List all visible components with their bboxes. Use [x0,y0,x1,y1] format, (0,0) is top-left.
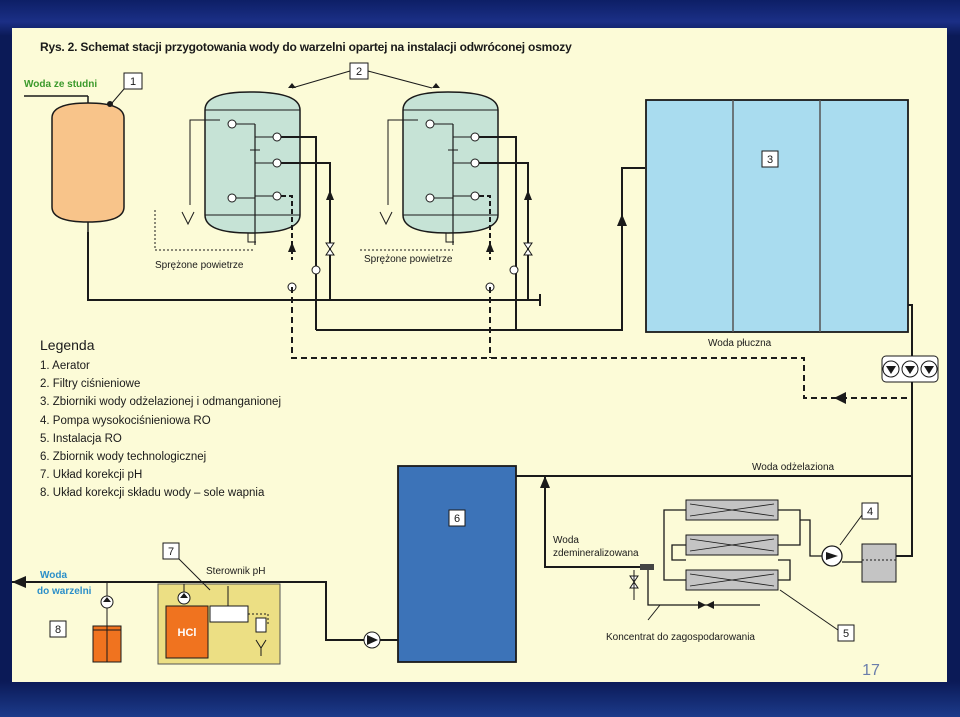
ph-correction-unit: HCl [157,583,281,665]
legend: Legenda 1. Aerator 2. Filtry ciśnieniowe… [40,337,281,503]
tank-outlet-line [516,304,913,477]
number-box-3: 3 [761,150,779,168]
demin-water-label-2: zdemineralizowana [553,548,639,559]
legend-item: 8. Układ korekcji składu wody – sole wap… [40,487,265,500]
ph-controller-label: Sterownik pH [206,566,265,577]
number-box-7: 7 [162,542,180,560]
legend-item: 6. Zbiornik wody technologicznej [40,451,207,464]
legend-item: 2. Filtry ciśnieniowe [40,378,141,391]
filtered-water-line [316,167,645,331]
legend-item: 3. Zbiorniki wody odżelazionej i odmanga… [40,396,282,409]
number-box-4: 4 [861,502,879,520]
brewery-water-label-1: Woda [40,570,67,581]
svg-text:4: 4 [867,506,873,518]
flow-arrows-filters [288,190,532,252]
svg-text:2: 2 [356,66,362,78]
water-source-label: Woda ze studni [24,79,97,90]
hcl-label: HCl [178,627,197,639]
legend-item: 4. Pompa wysokociśnieniowa RO [40,414,211,427]
iron-free-water-tanks [645,99,909,333]
demin-water-label-1: Woda [553,535,579,546]
legend-item: 5. Instalacja RO [40,432,122,445]
svg-text:1: 1 [130,76,136,88]
concentrate-label: Koncentrat do zagospodarowania [606,632,755,643]
svg-text:3: 3 [767,154,773,166]
rinse-water-label: Woda płuczna [708,338,772,349]
number-box-6: 6 [448,509,466,527]
process-water-pump [363,631,381,649]
ro-installation [629,499,801,609]
high-pressure-pump [800,476,913,583]
compressed-air-label-1: Sprężone powietrze [155,260,244,271]
pressure-filter-2 [379,83,529,330]
process-water-tank [397,465,517,663]
number-box-5: 5 [837,624,855,642]
svg-text:8: 8 [55,624,61,636]
deironed-water-label: Woda odżelaziona [752,462,835,473]
compressed-air-label-2: Sprężone powietrze [364,254,453,265]
rinse-water-line [291,287,912,399]
number-box-1: 1 [123,72,143,90]
pressure-filter-1 [181,83,331,330]
raw-water-line [87,232,540,301]
legend-item: 7. Układ korekcji pH [40,469,143,482]
aerator [51,96,125,232]
brewery-water-line [12,581,398,641]
svg-text:5: 5 [843,628,849,640]
number-box-8: 8 [49,620,67,638]
number-box-2: 2 [349,62,369,80]
diagram-title: Rys. 2. Schemat stacji przygotowania wod… [40,40,572,54]
svg-text:7: 7 [168,546,174,558]
legend-list: 1. Aerator 2. Filtry ciśnieniowe 3. Zbio… [40,357,281,503]
page-number: 17 [862,662,880,679]
transfer-pumps [881,355,939,383]
calcium-salt-dosing [92,582,122,663]
demin-water-line [544,476,640,568]
legend-item: 1. Aerator [40,360,90,372]
air-line-1 [154,210,255,251]
svg-text:6: 6 [454,513,460,525]
brewery-water-label-2: do warzelni [37,586,92,597]
filter-valves [287,242,533,292]
legend-heading: Legenda [40,337,95,353]
